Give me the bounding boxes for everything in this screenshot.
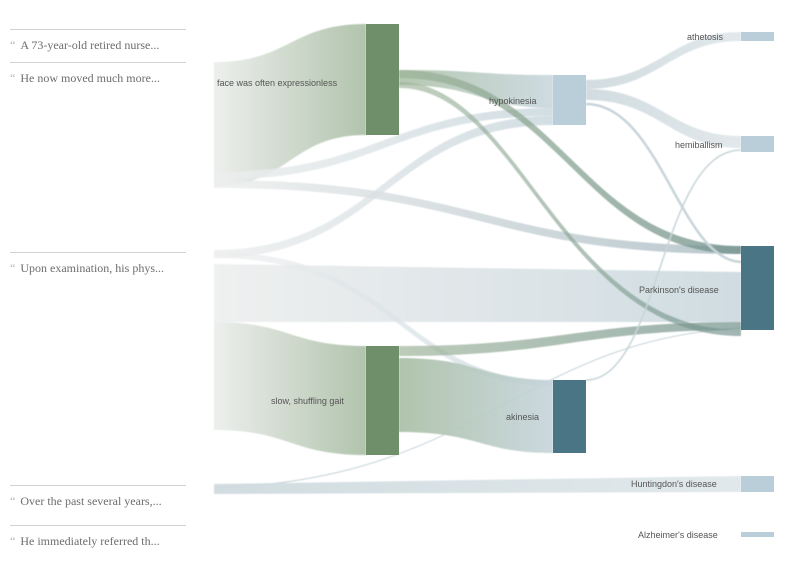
node-label-parkinsons: Parkinson's disease: [639, 285, 719, 295]
sankey-link: [214, 180, 741, 254]
quote-text: A 73-year-old retired nurse...: [20, 38, 160, 52]
sankey-node-gait[interactable]: [366, 346, 399, 455]
node-label-gait: slow, shuffling gait: [271, 396, 344, 406]
quote-text: He immediately referred th...: [20, 534, 160, 548]
quote-item[interactable]: “ Over the past several years,...: [10, 485, 186, 509]
quote-mark-icon: “: [10, 534, 16, 548]
quote-mark-icon: “: [10, 494, 16, 508]
quote-text: Upon examination, his phys...: [20, 261, 164, 275]
quote-link[interactable]: “ Over the past several years,...: [10, 494, 186, 509]
quote-text: He now moved much more...: [20, 71, 160, 85]
sankey-link: [586, 32, 741, 89]
sankey-link: [214, 476, 741, 494]
sankey-link: [585, 102, 742, 264]
node-label-athetosis: athetosis: [687, 32, 724, 42]
sankey-node-face[interactable]: [366, 24, 399, 135]
sankey-node-parkinsons[interactable]: [741, 246, 774, 330]
quote-link[interactable]: “ A 73-year-old retired nurse...: [10, 38, 186, 53]
quote-item[interactable]: “ He now moved much more...: [10, 62, 186, 86]
quote-mark-icon: “: [10, 261, 16, 275]
sankey-link: [585, 149, 742, 381]
sankey-node-huntingtons[interactable]: [741, 476, 774, 492]
quote-divider: [10, 525, 186, 526]
sankey-node-hemiballism[interactable]: [741, 136, 774, 152]
quote-link[interactable]: “ He now moved much more...: [10, 71, 186, 86]
quote-link[interactable]: “ Upon examination, his phys...: [10, 261, 186, 276]
sankey-link: [214, 322, 366, 455]
node-label-hypokinesia: hypokinesia: [489, 96, 537, 106]
sankey-link: [399, 322, 741, 356]
quote-divider: [10, 62, 186, 63]
quote-mark-icon: “: [10, 38, 16, 52]
node-label-akinesia: akinesia: [506, 412, 539, 422]
quote-item[interactable]: “ A 73-year-old retired nurse...: [10, 29, 186, 53]
sankey-link: [214, 116, 553, 258]
sankey-link: [586, 89, 741, 148]
sankey-node-hypokinesia[interactable]: [553, 75, 586, 125]
quote-item[interactable]: “ Upon examination, his phys...: [10, 252, 186, 276]
sankey-link: [399, 358, 553, 453]
node-label-alzheimers: Alzheimer's disease: [638, 530, 718, 540]
sankey-link: [214, 108, 553, 180]
node-label-face: face was often expressionless: [217, 78, 338, 88]
sankey-node-athetosis[interactable]: [741, 32, 774, 41]
quote-divider: [10, 29, 186, 30]
quote-link[interactable]: “ He immediately referred th...: [10, 534, 186, 549]
quote-divider: [10, 252, 186, 253]
quote-item[interactable]: “ He immediately referred th...: [10, 525, 186, 549]
quote-mark-icon: “: [10, 71, 16, 85]
sankey-node-alzheimers[interactable]: [741, 532, 774, 537]
sankey-node-akinesia[interactable]: [553, 380, 586, 453]
sankey-link: [399, 70, 741, 254]
quote-text: Over the past several years,...: [20, 494, 162, 508]
sankey-link: [214, 24, 366, 186]
quote-divider: [10, 485, 186, 486]
node-label-hemiballism: hemiballism: [675, 140, 723, 150]
node-label-huntingtons: Huntingdon's disease: [631, 479, 717, 489]
